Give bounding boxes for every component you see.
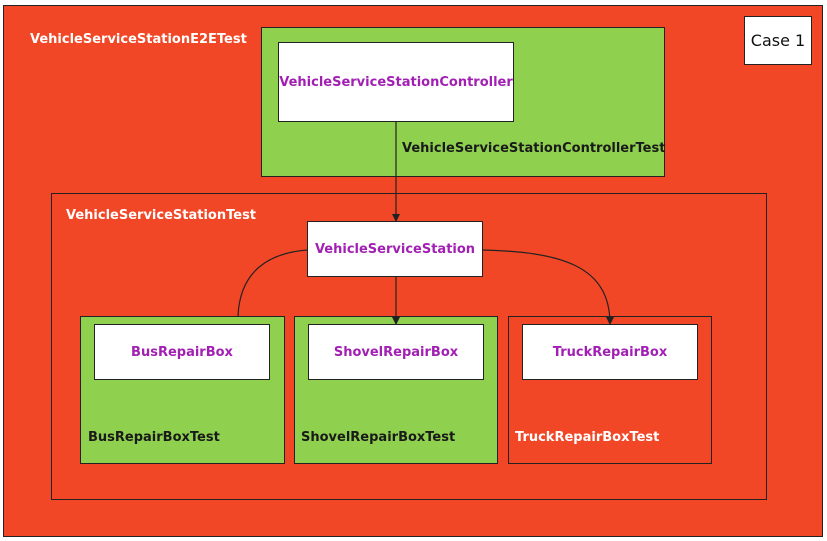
e2e-test-label: VehicleServiceStationE2ETest bbox=[30, 32, 247, 47]
truck-repair-box-component: TruckRepairBox bbox=[522, 324, 698, 380]
shovel-repair-box-test-label: ShovelRepairBoxTest bbox=[301, 430, 456, 445]
bus-repair-box-component: BusRepairBox bbox=[94, 324, 270, 380]
station-test-frame bbox=[51, 193, 767, 500]
case-label-box: Case 1 bbox=[744, 16, 812, 65]
controller-component-box: VehicleServiceStationController bbox=[278, 42, 514, 122]
truck-repair-box-test-label: TruckRepairBoxTest bbox=[515, 430, 660, 445]
bus-repair-box-test-label: BusRepairBoxTest bbox=[88, 430, 220, 445]
station-test-label: VehicleServiceStationTest bbox=[66, 208, 257, 223]
shovel-repair-box-component: ShovelRepairBox bbox=[308, 324, 484, 380]
station-component-box: VehicleServiceStation bbox=[307, 221, 483, 277]
controller-test-label: VehicleServiceStationControllerTest bbox=[402, 141, 666, 156]
